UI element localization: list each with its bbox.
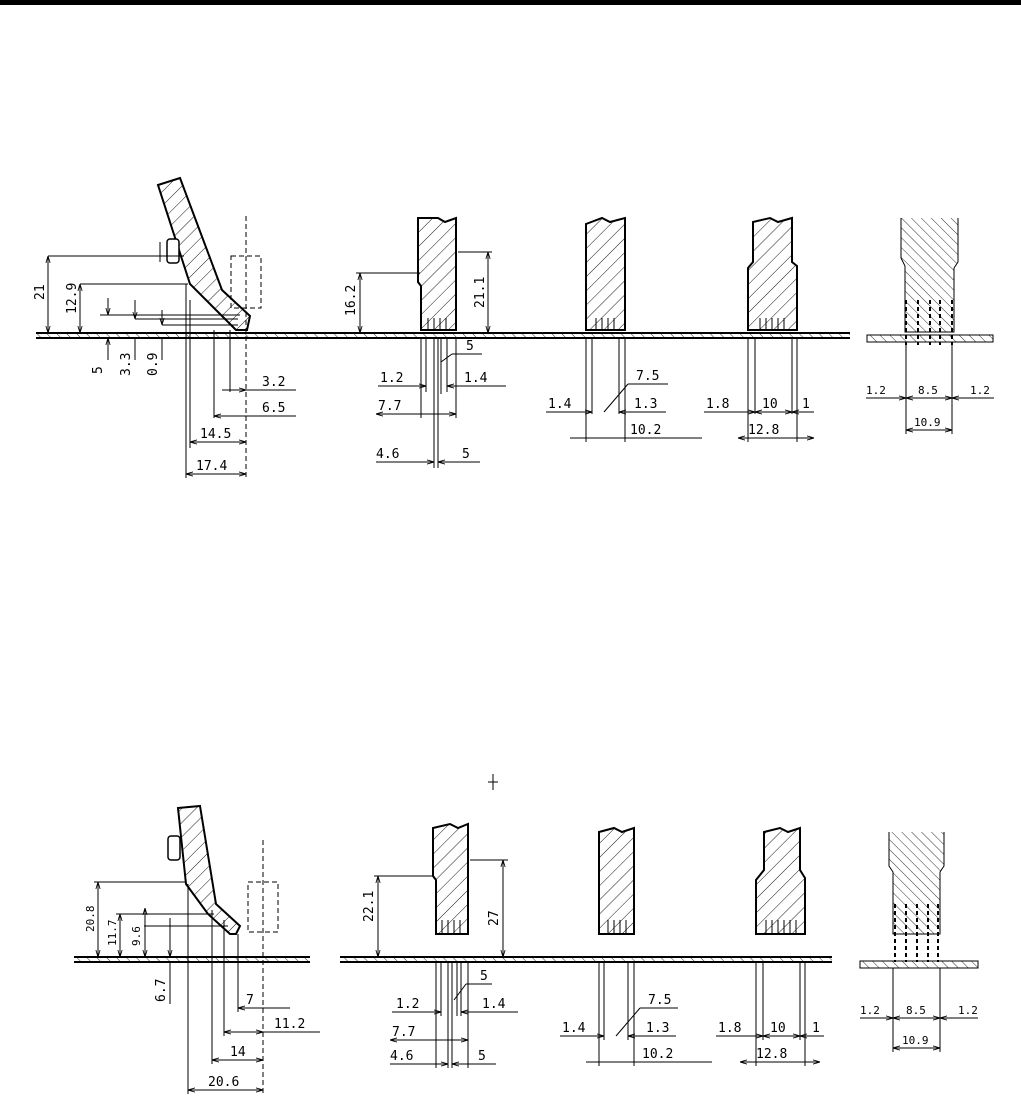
dim-5: 5: [91, 366, 106, 374]
dim-8-5: 8.5: [918, 384, 938, 397]
dim-11-7: 11.7: [106, 920, 119, 947]
dim-12-8: 12.8: [756, 1047, 787, 1062]
dim-1-3: 1.3: [634, 397, 657, 412]
dim-10-9: 10.9: [914, 416, 941, 429]
dim-20-6: 20.6: [208, 1075, 239, 1090]
dim-4-6: 4.6: [376, 447, 399, 462]
dim-7-7: 7.7: [392, 1025, 415, 1040]
dim-1-2: 1.2: [396, 997, 419, 1012]
upper-front-view-c: 1.8 10 1 12.8: [704, 218, 814, 442]
dim-7-7: 7.7: [378, 399, 401, 414]
dim-21-1: 21.1: [473, 277, 488, 308]
lower-base-plate: [74, 957, 978, 968]
dim-11-2: 11.2: [274, 1017, 305, 1032]
dim-21: 21: [33, 284, 48, 300]
dim-1-8: 1.8: [706, 397, 729, 412]
registration-mark: [488, 774, 498, 790]
dim-1-2: 1.2: [380, 371, 403, 386]
upper-row: 21 12.9 5 3.3 0.9 3.2 6.5 14.5 17.4: [33, 178, 994, 478]
dim-1-2a: 1.2: [866, 384, 886, 397]
dim-1: 1: [802, 397, 810, 412]
dim-14-5: 14.5: [200, 427, 231, 442]
dim-1-3: 1.3: [646, 1021, 669, 1036]
dim-7-5: 7.5: [636, 369, 659, 384]
dim-1: 1: [812, 1021, 820, 1036]
dim-10-9: 10.9: [902, 1034, 929, 1047]
dim-6-7: 6.7: [154, 979, 169, 1002]
dim-17-4: 17.4: [196, 459, 227, 474]
upper-front-view-d: 1.2 8.5 1.2 10.9: [866, 218, 994, 434]
dim-1-4: 1.4: [562, 1021, 586, 1036]
dim-3-3: 3.3: [119, 353, 134, 376]
dim-4-6: 4.6: [390, 1049, 413, 1064]
dim-5a: 5: [466, 339, 474, 354]
upper-base-plate: [36, 333, 993, 342]
dim-12-9: 12.9: [65, 283, 80, 314]
dim-5b: 5: [478, 1049, 486, 1064]
dim-3-2: 3.2: [262, 375, 285, 390]
dim-1-4: 1.4: [482, 997, 506, 1012]
lower-front-view-a: 22.1 27 5 1.2 1.4 7.7 4.6 5: [362, 824, 518, 1068]
upper-front-view-b: 7.5 1.4 1.3 10.2: [546, 218, 702, 442]
dim-10-2: 10.2: [630, 423, 661, 438]
dim-8-5: 8.5: [906, 1004, 926, 1017]
dim-0-9: 0.9: [146, 353, 161, 376]
lower-row: 20.8 11.7 9.6 6.7 7 11.2 14 20.6: [74, 806, 978, 1094]
dim-1-4: 1.4: [464, 371, 488, 386]
lower-side-view: 20.8 11.7 9.6 6.7 7 11.2 14 20.6: [84, 806, 320, 1094]
dim-1-2b: 1.2: [970, 384, 990, 397]
dim-27: 27: [487, 910, 502, 926]
dim-6-5: 6.5: [262, 401, 285, 416]
upper-front-view-a: 16.2 21.1 5 1.2 1.4 7.7 4.6 5: [344, 218, 506, 468]
dim-22-1: 22.1: [362, 891, 377, 922]
dim-1-8: 1.8: [718, 1021, 741, 1036]
dim-12-8: 12.8: [748, 423, 779, 438]
dim-20-8: 20.8: [84, 906, 97, 933]
dim-9-6: 9.6: [130, 926, 143, 946]
dim-1-4: 1.4: [548, 397, 572, 412]
dim-5a: 5: [480, 969, 488, 984]
dim-7: 7: [246, 993, 254, 1008]
dim-5b: 5: [462, 447, 470, 462]
dim-16-2: 16.2: [344, 285, 359, 316]
lower-front-view-d: 1.2 8.5 1.2 10.9: [860, 832, 978, 1052]
lower-front-view-b: 7.5 1.4 1.3 10.2: [560, 828, 712, 1066]
dim-10: 10: [770, 1021, 786, 1036]
dim-1-2b: 1.2: [958, 1004, 978, 1017]
dim-1-2a: 1.2: [860, 1004, 880, 1017]
lower-front-view-c: 1.8 10 1 12.8: [716, 828, 824, 1066]
dim-14: 14: [230, 1045, 246, 1060]
dim-10: 10: [762, 397, 778, 412]
dim-7-5: 7.5: [648, 993, 671, 1008]
dim-10-2: 10.2: [642, 1047, 673, 1062]
upper-side-view: 21 12.9 5 3.3 0.9 3.2 6.5 14.5 17.4: [33, 178, 296, 478]
